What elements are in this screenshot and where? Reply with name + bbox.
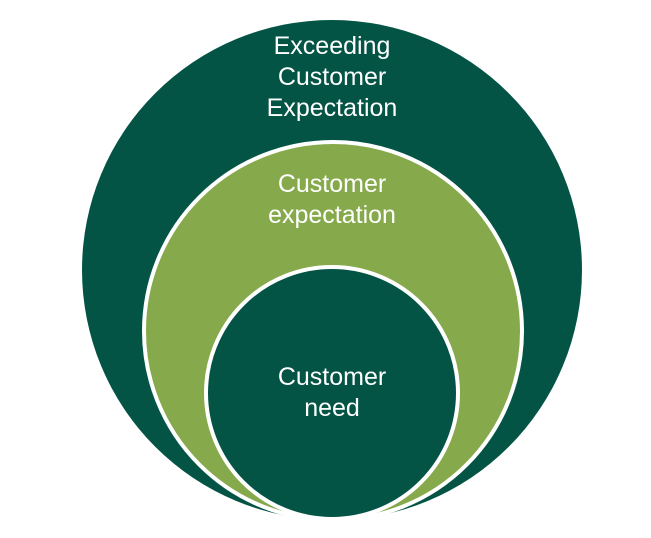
middle-circle-label: Customer expectation [268,170,396,229]
inner-circle-label: Customer need [277,363,387,422]
outer-circle-label: Exceeding Customer Expectation [266,32,398,122]
inner-circle-customer-need [204,265,460,521]
